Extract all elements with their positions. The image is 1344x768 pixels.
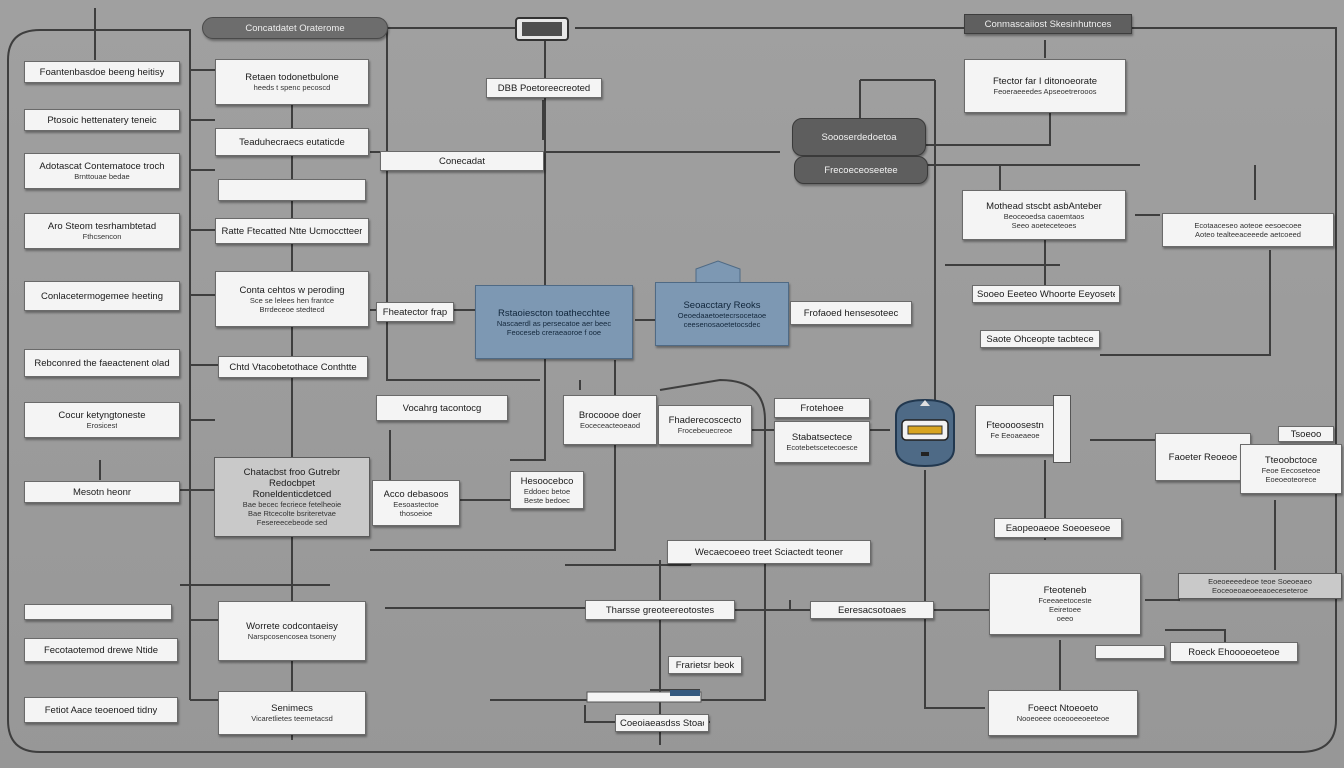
- left-node-9[interactable]: [24, 604, 172, 620]
- bottom-node-c[interactable]: Frarietsr beok: [668, 656, 742, 674]
- right-node-6[interactable]: Tsoeoo: [1278, 426, 1334, 442]
- mid-left-node-6[interactable]: Chtd Vtacobetothace Conthtte: [218, 356, 368, 378]
- outer-frame-wire: [7, 29, 1337, 753]
- left-node-6[interactable]: Rebconred the faeactenent olad: [24, 349, 180, 377]
- left-node-8[interactable]: Mesotn heonr: [24, 481, 180, 503]
- group-node[interactable]: Chatacbst froo Gutrebr Redocbpet Ronelde…: [214, 457, 370, 537]
- left-node-11[interactable]: Fetiot Aace teoenoed tidny: [24, 697, 178, 723]
- wide-bar-node[interactable]: Wecaecoeeo treet Sciactedt teoner: [667, 540, 871, 564]
- router-device-icon[interactable]: [888, 396, 962, 470]
- bottom-node-a[interactable]: Tharsse greoteereotostes: [585, 600, 735, 620]
- right-node-5[interactable]: Faoeter Reoeoe: [1155, 433, 1251, 481]
- right-node-11[interactable]: Roeck Ehoooeoeteoe: [1170, 642, 1298, 662]
- mid-left-node-2[interactable]: Teaduhecraecs eutaticde: [215, 128, 369, 156]
- mid-node-e[interactable]: Frotehoee: [774, 398, 870, 418]
- right-title-header: Conmascaiiost Skesinhutnces: [964, 14, 1132, 34]
- db-node[interactable]: DBB Poetoreecreoted: [486, 78, 602, 98]
- right-node-10-stub: [1095, 645, 1165, 659]
- mid-left-node-7[interactable]: Vocahrg tacontocg: [376, 395, 508, 421]
- cable-clip-shape: [586, 690, 702, 703]
- blue-node-tab-shape: [695, 260, 741, 284]
- right-node-3[interactable]: Sooeo Eeeteo Whoorte Eeyoseteecte: [972, 285, 1120, 303]
- right-pill-1[interactable]: Soooserdedoetoa: [792, 118, 926, 156]
- mid-left-node-3[interactable]: [218, 179, 366, 201]
- right-pill-2[interactable]: Frecoeceoseetee: [794, 156, 928, 184]
- connector-node[interactable]: Conecadat: [380, 151, 544, 171]
- exchange-node[interactable]: Fheatector frap: [376, 302, 454, 322]
- left-node-5[interactable]: Conlacetermogemee heeting: [24, 281, 180, 311]
- cable-clip-icon: [586, 690, 706, 704]
- left-node-1[interactable]: Foantenbasdoe beeng heitisy: [24, 61, 180, 83]
- right-node-4[interactable]: Saote Ohceopte tacbtece: [980, 330, 1100, 348]
- right-node-8[interactable]: Eaopeoaeoe Soeoeseoe: [994, 518, 1122, 538]
- center-title-header: Concatdatet Oraterome: [202, 17, 388, 39]
- panel-bracket: [1053, 395, 1071, 463]
- blue-node-tab: [694, 259, 742, 284]
- right-of-blue-node[interactable]: Frofaoed hensesoteec: [790, 301, 912, 325]
- bottom-node-b[interactable]: Eeresacsotoaes: [810, 601, 934, 619]
- left-node-2[interactable]: Ptosoic hettenatery teneic: [24, 109, 180, 131]
- router-device-shape: [895, 398, 955, 468]
- plug-connector-shape: [515, 17, 569, 41]
- mid-left-node-4[interactable]: Ratte Ftecatted Ntte Ucmocctteer: [215, 218, 369, 244]
- plug-connector-icon: [512, 16, 574, 42]
- left-node-10[interactable]: Fecotaotemod drewe Ntide: [24, 638, 178, 662]
- right-node-10[interactable]: Eoeoeeeedeoe teoe Soeoeaeo Eoceoeoaeoeea…: [1178, 573, 1342, 599]
- bottom-node-d[interactable]: Coeoiaeasdss Stoaoes: [615, 714, 709, 732]
